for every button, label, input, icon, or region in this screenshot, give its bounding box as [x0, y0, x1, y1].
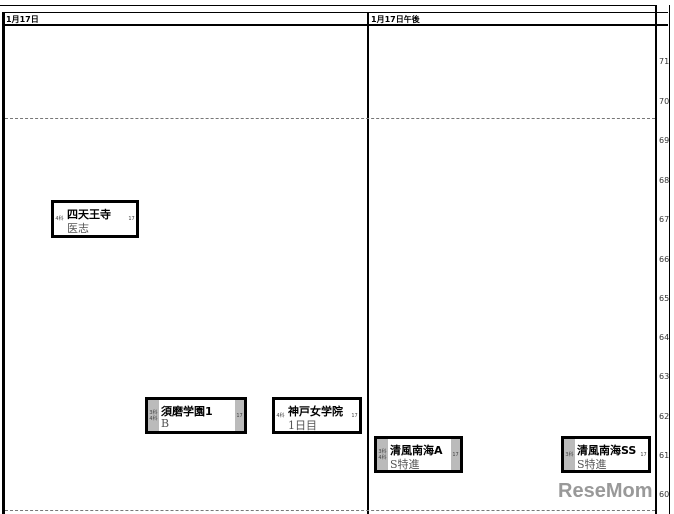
school-box-suma[interactable]: 3科 4科 須磨学園1 B 17: [145, 397, 247, 434]
scale-label: 66: [659, 255, 670, 264]
scale-label: 68: [659, 176, 670, 185]
school-name: 清風南海A: [390, 444, 443, 457]
gridline-70: [5, 118, 655, 119]
scale-label: 62: [659, 412, 670, 421]
course-name: S特進: [390, 458, 420, 471]
column-header-pm: 1月17日午後: [371, 15, 420, 24]
top-border: [0, 5, 656, 6]
right-border: [669, 5, 670, 514]
date-label: 17: [351, 412, 358, 419]
date-label: 17: [235, 400, 244, 431]
scale-label: 71: [659, 57, 670, 66]
header-bottom-line: [3, 24, 668, 26]
subject-label: 4科: [276, 412, 285, 419]
date-label: 17: [128, 216, 135, 222]
school-name: 清風南海SS: [577, 444, 637, 457]
date-label: 17: [451, 439, 460, 470]
school-box-shitennoji[interactable]: 4科 四天王寺 医志 17: [51, 200, 139, 238]
school-name: 四天王寺: [67, 208, 111, 221]
school-box-seifu-nankai-ss[interactable]: 3科 清風南海SS S特進 17: [561, 436, 651, 473]
scale-label: 64: [659, 333, 670, 342]
header-top-line: [3, 12, 668, 13]
scale-label: 69: [659, 136, 670, 145]
column-header-am: 1月17日: [6, 15, 39, 24]
school-box-kobe-jogakuin[interactable]: 4科 神戸女学院 1日目 17: [272, 397, 362, 434]
school-box-seifu-nankai-a[interactable]: 3科 4科 清風南海A S特進 17: [374, 436, 463, 473]
subject-label: 3科 4科: [377, 439, 388, 470]
subject-label: 4科: [55, 216, 64, 222]
course-name: 1日目: [288, 419, 317, 432]
scale-label: 60: [659, 490, 670, 499]
scale-label: 63: [659, 372, 670, 381]
course-name: 医志: [67, 222, 89, 235]
gridline-60: [5, 510, 655, 511]
scale-label: 61: [659, 451, 670, 460]
subject-label: 3科 4科: [148, 400, 159, 431]
subject-label: 3科: [564, 439, 575, 470]
school-name: 須磨学園1: [161, 405, 213, 418]
column-divider: [367, 12, 369, 514]
left-border: [2, 12, 5, 514]
scale-label: 67: [659, 215, 670, 224]
resemom-watermark-logo: ReseMom: [558, 480, 653, 502]
course-name: B: [161, 417, 170, 430]
school-name: 神戸女学院: [288, 405, 343, 418]
date-label: 17: [640, 451, 647, 458]
scale-label: 70: [659, 97, 670, 106]
course-name: S特進: [577, 458, 607, 471]
scale-divider: [655, 5, 657, 514]
scale-label: 65: [659, 294, 670, 303]
